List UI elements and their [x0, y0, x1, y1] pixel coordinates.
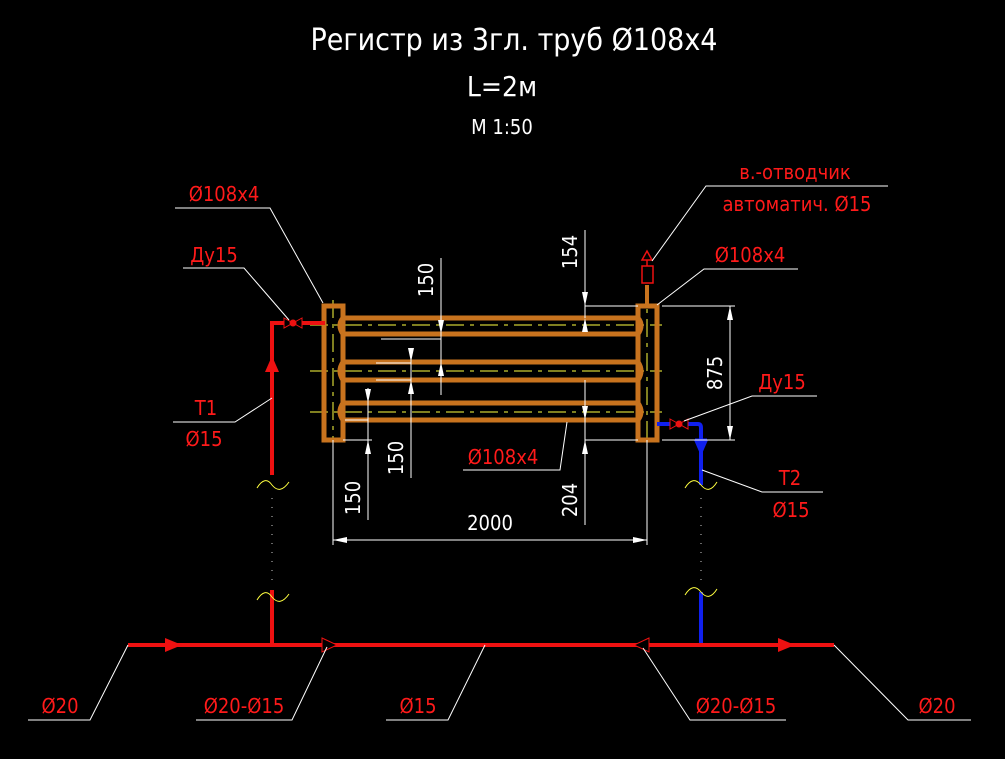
valve-right-icon: [669, 418, 689, 430]
label-pipe-bottom: Ø108x4: [468, 445, 539, 469]
label-pipe-top-right: Ø108x4: [715, 243, 786, 267]
label-valve-right: Ду15: [758, 370, 806, 394]
drawing-length: L=2м: [467, 70, 537, 103]
label-pipe-top-left: Ø108x4: [189, 182, 260, 206]
tube-1: [337, 315, 644, 337]
label-supply-dia: Ø15: [185, 427, 222, 451]
dimension-lines: [332, 230, 735, 545]
supply-pipe-t1: [265, 321, 325, 645]
dim-pitch-upper: 150: [414, 263, 438, 297]
label-supply-name: Т1: [194, 396, 217, 420]
dim-bottom-clearance: 204: [558, 483, 582, 517]
flow-arrow-up-icon: [265, 356, 279, 372]
label-main-middle: Ø15: [399, 694, 436, 718]
label-main-right: Ø20: [918, 694, 955, 718]
main-line: [128, 637, 834, 653]
label-air-vent-1: в.-отводчик: [739, 160, 851, 184]
drawing-title: Регистр из 3гл. труб Ø108x4: [311, 23, 718, 58]
return-pipe-t2: [657, 422, 708, 645]
reducer-left-icon: [321, 637, 339, 653]
label-main-left: Ø20: [41, 694, 78, 718]
register: [321, 285, 660, 443]
tube-2: [337, 359, 644, 383]
dim-length: 2000: [467, 511, 513, 535]
dim-height: 875: [703, 356, 727, 390]
label-valve-left: Ду15: [190, 243, 238, 267]
label-return-dia: Ø15: [772, 498, 809, 522]
valve-left-icon: [283, 317, 303, 329]
break-symbols: [256, 480, 718, 602]
drawing-scale: М 1:50: [471, 115, 533, 139]
leader-lines: [28, 185, 971, 721]
label-return-name: Т2: [778, 466, 801, 490]
label-reducer-right: Ø20-Ø15: [696, 694, 777, 718]
flow-arrow-right-icon: [165, 638, 182, 652]
right-header: [635, 303, 660, 443]
dim-offset-bottom: 150: [341, 481, 365, 515]
flow-arrow-down-icon: [694, 440, 708, 456]
label-air-vent-2: автоматич. Ø15: [723, 192, 872, 216]
left-header: [321, 303, 346, 443]
flow-arrow-right-icon: [778, 638, 795, 652]
air-vent-icon: [640, 249, 654, 284]
reducer-right-icon: [632, 637, 650, 653]
tube-3: [337, 400, 644, 423]
label-reducer-left: Ø20-Ø15: [204, 694, 285, 718]
dim-pitch-lower: 150: [384, 441, 408, 475]
dim-top-clearance: 154: [558, 235, 582, 269]
